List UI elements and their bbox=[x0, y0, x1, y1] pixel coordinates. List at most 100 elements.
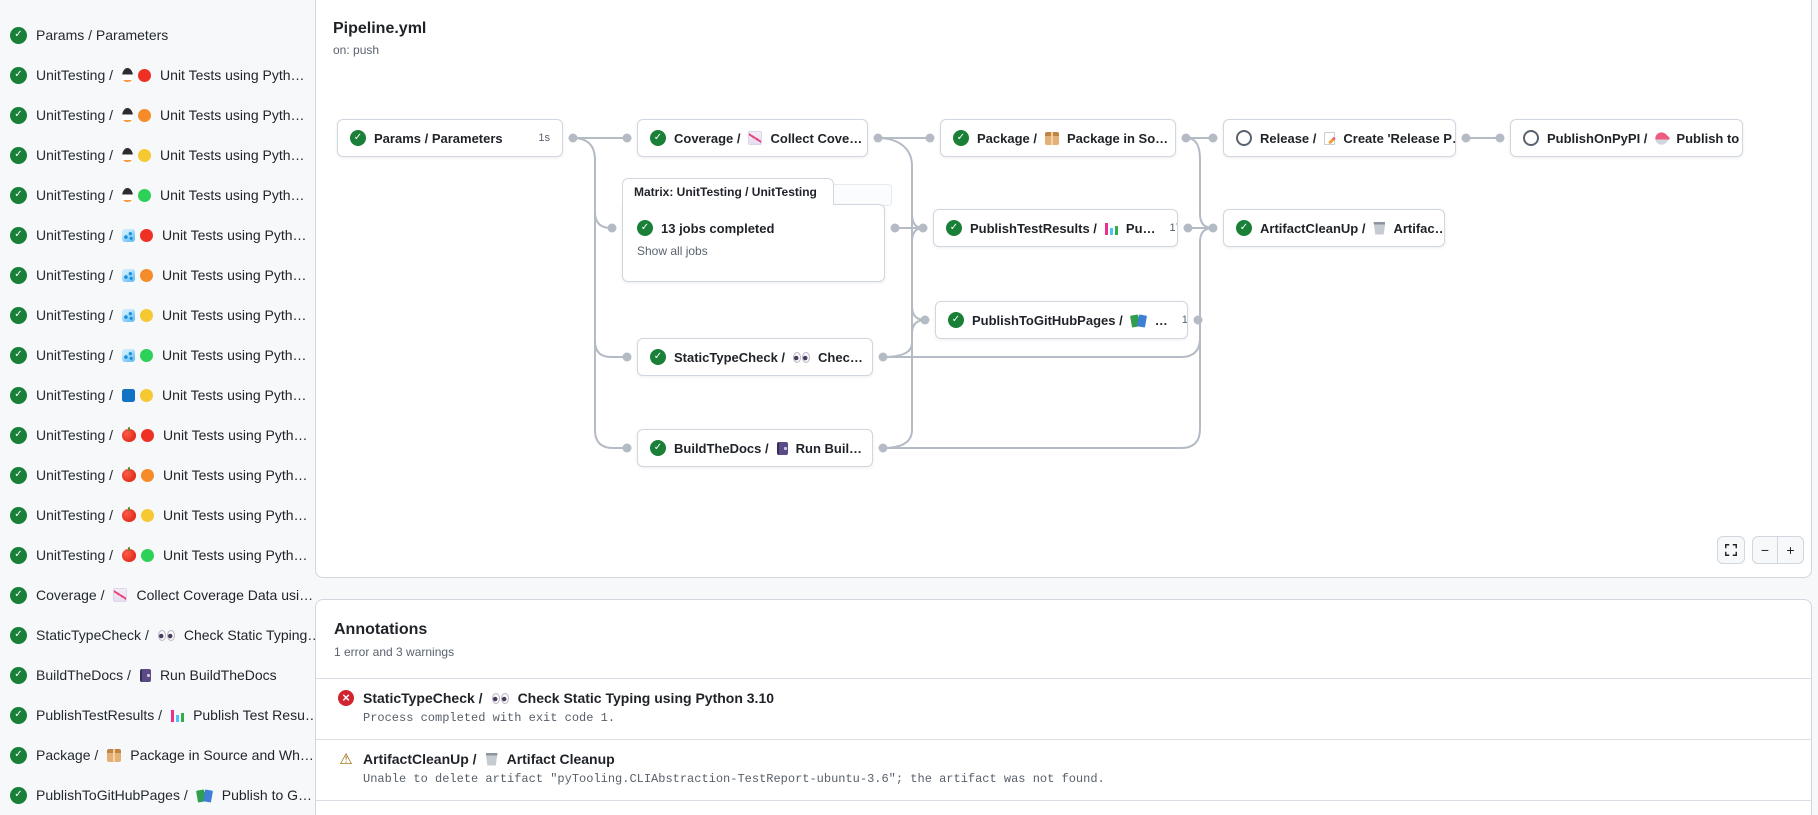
annotation-message: Unable to delete artifact "pyTooling.CLI… bbox=[363, 772, 1105, 786]
sidebar-job-item[interactable]: UnitTesting / Unit Tests using Pyth… bbox=[10, 455, 321, 495]
sidebar-job-item[interactable]: Params / Parameters bbox=[10, 15, 236, 55]
job-icons bbox=[122, 308, 154, 322]
matrix-summary: 13 jobs completed bbox=[661, 220, 775, 236]
windows-blue-icon bbox=[122, 388, 136, 402]
annotations-panel: Annotations 1 error and 3 warnings Stati… bbox=[315, 599, 1812, 815]
sidebar-job-item[interactable]: UnitTesting / Unit Tests using Pyth… bbox=[10, 535, 321, 575]
job-icons bbox=[197, 789, 213, 802]
zoom-in-button[interactable]: + bbox=[1778, 536, 1804, 564]
success-icon bbox=[637, 220, 653, 236]
apple-icon bbox=[122, 466, 137, 482]
job-node[interactable]: BuildTheDocs / Run Buil… 47s bbox=[637, 429, 873, 467]
sidebar-job-item[interactable]: Package / Package in Source and Wh… bbox=[10, 735, 321, 775]
apple-icon bbox=[122, 506, 137, 522]
dot-yellow-icon bbox=[141, 508, 155, 522]
annotation-item: StaticTypeCheck / Check Static Typing us… bbox=[316, 679, 1811, 740]
success-icon bbox=[10, 786, 27, 804]
dot-orange-icon bbox=[140, 268, 154, 282]
job-duration: 1s bbox=[538, 132, 550, 144]
sidebar-job-item[interactable]: UnitTesting / Unit Tests using Pyth… bbox=[10, 415, 321, 455]
eyes-icon bbox=[793, 351, 811, 363]
workflow-file-title: Pipeline.yml bbox=[333, 20, 427, 37]
annotation-item: ArtifactCleanUp / Artifact Cleanup Unabl… bbox=[316, 740, 1811, 801]
fullscreen-icon bbox=[1725, 544, 1737, 556]
job-node[interactable]: PublishTestResults / Pu… 17s bbox=[933, 209, 1178, 247]
job-node[interactable]: Coverage / Collect Cove… 25s bbox=[637, 119, 868, 157]
success-icon bbox=[650, 349, 666, 365]
apple-icon bbox=[122, 546, 137, 562]
sidebar-job-item[interactable]: UnitTesting / Unit Tests using Pyth… bbox=[10, 335, 321, 375]
success-icon bbox=[10, 266, 27, 284]
sidebar-job-item[interactable]: UnitTesting / Unit Tests using Pyth… bbox=[10, 55, 321, 95]
package-icon bbox=[1045, 131, 1059, 145]
success-icon bbox=[10, 706, 27, 724]
ice-cube-icon bbox=[122, 348, 136, 362]
sidebar-job-item[interactable]: UnitTesting / Unit Tests using Pyth… bbox=[10, 215, 321, 255]
annotation-message: Process completed with exit code 1. bbox=[363, 711, 616, 725]
workflow-trigger: on: push bbox=[333, 43, 380, 57]
job-node[interactable]: ArtifactCleanUp / Artifac… 3s bbox=[1223, 209, 1445, 247]
job-node[interactable]: Package / Package in So… 25s bbox=[940, 119, 1176, 157]
sidebar-job-item[interactable]: PublishTestResults / Publish Test Resu… bbox=[10, 695, 321, 735]
job-icons bbox=[122, 466, 155, 482]
job-icons bbox=[157, 629, 175, 641]
dot-red-icon bbox=[141, 428, 155, 442]
job-node[interactable]: Params / Parameters 1s bbox=[337, 119, 563, 157]
dot-yellow-icon bbox=[140, 308, 154, 322]
success-icon bbox=[10, 626, 27, 644]
memo-icon bbox=[1324, 131, 1336, 145]
job-node[interactable]: StaticTypeCheck / Chec… 13s bbox=[637, 338, 873, 376]
success-icon bbox=[10, 386, 27, 404]
job-node[interactable]: PublishToGitHubPages / … 13s bbox=[935, 301, 1188, 339]
sidebar-job-item[interactable]: UnitTesting / Unit Tests using Pyth… bbox=[10, 375, 321, 415]
notebook-icon bbox=[139, 668, 151, 682]
chart-up-icon bbox=[748, 131, 763, 145]
dot-orange-icon bbox=[138, 108, 152, 122]
sidebar-job-item[interactable]: UnitTesting / Unit Tests using Pyth… bbox=[10, 95, 321, 135]
job-duration: 17s bbox=[1169, 222, 1177, 234]
job-icons bbox=[139, 668, 151, 682]
job-node[interactable]: Release / Create 'Release P… bbox=[1223, 119, 1456, 157]
success-icon bbox=[953, 130, 969, 146]
job-icons bbox=[122, 228, 154, 242]
success-icon bbox=[10, 66, 27, 84]
sidebar-job-item[interactable]: UnitTesting / Unit Tests using Pyth… bbox=[10, 135, 321, 175]
annotations-header: Annotations 1 error and 3 warnings bbox=[316, 600, 1811, 679]
bar-chart-icon bbox=[1104, 221, 1118, 235]
sidebar-job-item[interactable]: UnitTesting / Unit Tests using Pyth… bbox=[10, 175, 321, 215]
matrix-card[interactable]: 13 jobs completed Show all jobs bbox=[622, 204, 885, 282]
sidebar-job-item[interactable]: UnitTesting / Unit Tests using Pyth… bbox=[10, 495, 321, 535]
show-all-jobs-link[interactable]: Show all jobs bbox=[637, 244, 708, 258]
eyes-icon bbox=[491, 692, 509, 704]
zoom-out-button[interactable]: − bbox=[1752, 536, 1778, 564]
fullscreen-button[interactable] bbox=[1717, 536, 1745, 564]
sidebar-job-item[interactable]: UnitTesting / Unit Tests using Pyth… bbox=[10, 295, 321, 335]
sidebar-job-item[interactable]: UnitTesting / Unit Tests using Pyth… bbox=[10, 255, 321, 295]
success-icon bbox=[10, 186, 27, 204]
success-icon bbox=[10, 586, 27, 604]
jobs-sidebar: Params / Parameters UnitTesting / Unit T… bbox=[0, 0, 321, 815]
success-icon bbox=[10, 466, 27, 484]
success-icon bbox=[10, 106, 27, 124]
job-icons bbox=[122, 188, 152, 202]
job-icons bbox=[122, 388, 154, 402]
sidebar-job-item[interactable]: StaticTypeCheck / Check Static Typing… bbox=[10, 615, 321, 655]
sidebar-job-item[interactable]: PublishToGitHubPages / Publish to G… bbox=[10, 775, 321, 815]
rocket-icon bbox=[1653, 129, 1671, 147]
annotations-title: Annotations bbox=[334, 621, 428, 638]
job-node[interactable]: PublishOnPyPI / Publish to … bbox=[1510, 119, 1743, 157]
job-icons bbox=[122, 108, 152, 122]
sidebar-job-item[interactable]: BuildTheDocs / Run BuildTheDocs bbox=[10, 655, 321, 695]
matrix-tab: Matrix: UnitTesting / UnitTesting bbox=[622, 178, 834, 205]
success-icon bbox=[1236, 220, 1252, 236]
ice-cube-icon bbox=[122, 228, 136, 242]
package-icon bbox=[107, 748, 122, 762]
success-icon bbox=[10, 666, 27, 684]
penguin-icon bbox=[122, 188, 134, 202]
matrix-stacked-card bbox=[830, 184, 892, 206]
dot-yellow-icon bbox=[138, 148, 152, 162]
penguin-icon bbox=[122, 108, 134, 122]
job-icons bbox=[122, 546, 155, 562]
skipped-icon bbox=[1523, 130, 1539, 146]
sidebar-job-item[interactable]: Coverage / Collect Coverage Data usi… bbox=[10, 575, 321, 615]
